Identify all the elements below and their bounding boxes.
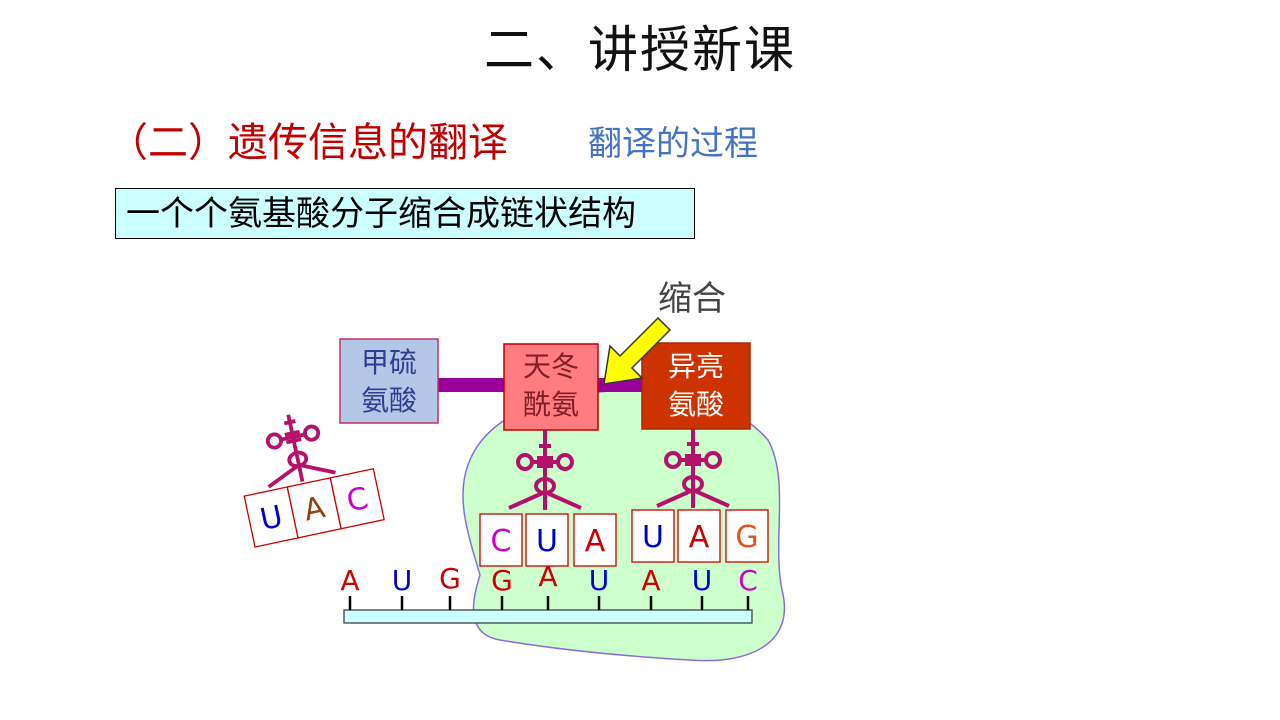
section-title: （二）遗传信息的翻译 [108,120,508,166]
mrna-base-4: A [538,560,557,593]
anticodon-0-0-letter: C [491,524,512,559]
amino-acid-2-line1: 异亮 [668,350,724,383]
peptide-bond-1 [438,378,504,392]
mrna-base-1: U [392,564,413,597]
trna-2 [655,429,731,510]
amino-acid-0-line1: 甲硫 [361,346,417,379]
slide-title: 二、讲授新课 [484,21,796,79]
amino-acid-isoleucine: 异亮 氨酸 [641,342,751,430]
anticodon-1-0: U [631,509,675,563]
released-anticodon-1: A [286,477,342,539]
amino-acid-asparagine: 天冬 酰氨 [503,343,599,431]
mrna-base-0: A [340,564,359,597]
anticodon-0-0: C [479,513,523,567]
condensation-label: 缩合 [658,279,726,319]
released-anticodon-2: C [329,467,385,530]
mrna-base-8: C [738,564,758,597]
mrna-base-2: G [439,562,461,595]
amino-acid-1-line1: 天冬 [523,350,579,383]
anticodon-0-2: A [573,513,617,567]
mrna-strand [343,609,753,624]
anticodon-0-1-letter: U [536,524,558,559]
subsection-title: 翻译的过程 [588,124,758,164]
anticodon-1-0-letter: U [642,520,664,555]
condensation-arrow [603,316,672,385]
anticodon-0-1: U [525,513,569,567]
mrna-base-7: U [692,564,713,597]
anticodon-1-2: G [725,509,769,563]
anticodon-1-1: A [677,509,721,563]
mrna-base-5: U [589,564,610,597]
amino-acid-1-line2: 酰氨 [523,388,579,421]
amino-acid-2-line2: 氨酸 [668,388,724,421]
anticodon-1-1-letter: A [689,520,710,555]
released-anticodon-0: U [243,486,299,548]
anticodon-0-2-letter: A [585,524,606,559]
amino-acid-0-line2: 氨酸 [361,384,417,417]
mrna-base-3: G [491,564,513,597]
boxed-statement: 一个个氨基酸分子缩合成链状结构 [115,188,695,239]
mrna-base-6: A [641,564,660,597]
anticodon-1-2-letter: G [735,520,758,555]
amino-acid-methionine: 甲硫 氨酸 [339,338,439,424]
trna-1 [507,430,583,512]
